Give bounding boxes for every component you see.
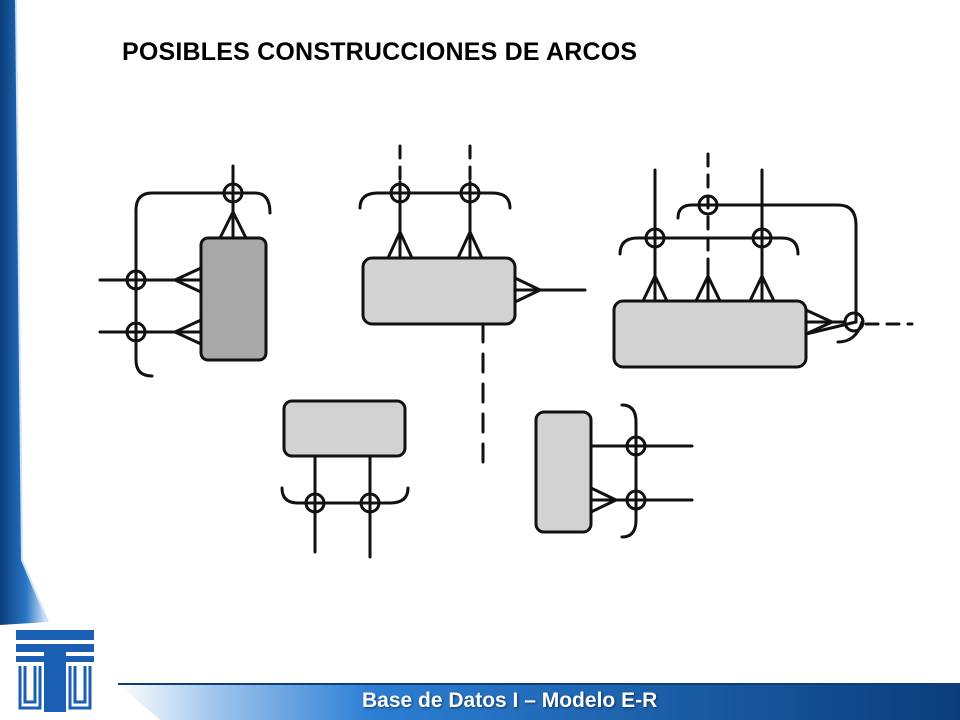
entity-box (282, 399, 407, 458)
entity-box (534, 410, 593, 534)
footer-caption: Base de Datos I – Modelo E-R (362, 689, 658, 712)
arc-node (304, 492, 326, 514)
arc-node (459, 182, 481, 204)
entity-box (361, 256, 517, 326)
arc-node (125, 321, 147, 343)
slide-title: POSIBLES CONSTRUCCIONES DE ARCOS (122, 38, 638, 66)
arc-node (359, 492, 381, 514)
arc-node (625, 489, 647, 511)
entity-box (199, 236, 268, 362)
arc-node (697, 194, 719, 216)
figure-4 (280, 399, 410, 559)
arc-node (644, 227, 666, 249)
arc-node (625, 435, 647, 457)
figure-2 (358, 144, 587, 470)
institution-logo (16, 630, 94, 712)
arc-node (751, 227, 773, 249)
arc-node (843, 311, 865, 333)
figure-1 (98, 164, 272, 378)
footer-bar (118, 683, 960, 720)
figure-3 (612, 152, 914, 369)
arc-node (125, 269, 147, 291)
left-decorative-band (0, 0, 49, 625)
arc-node (389, 182, 411, 204)
figure-5 (534, 403, 694, 539)
entity-box (612, 299, 808, 369)
